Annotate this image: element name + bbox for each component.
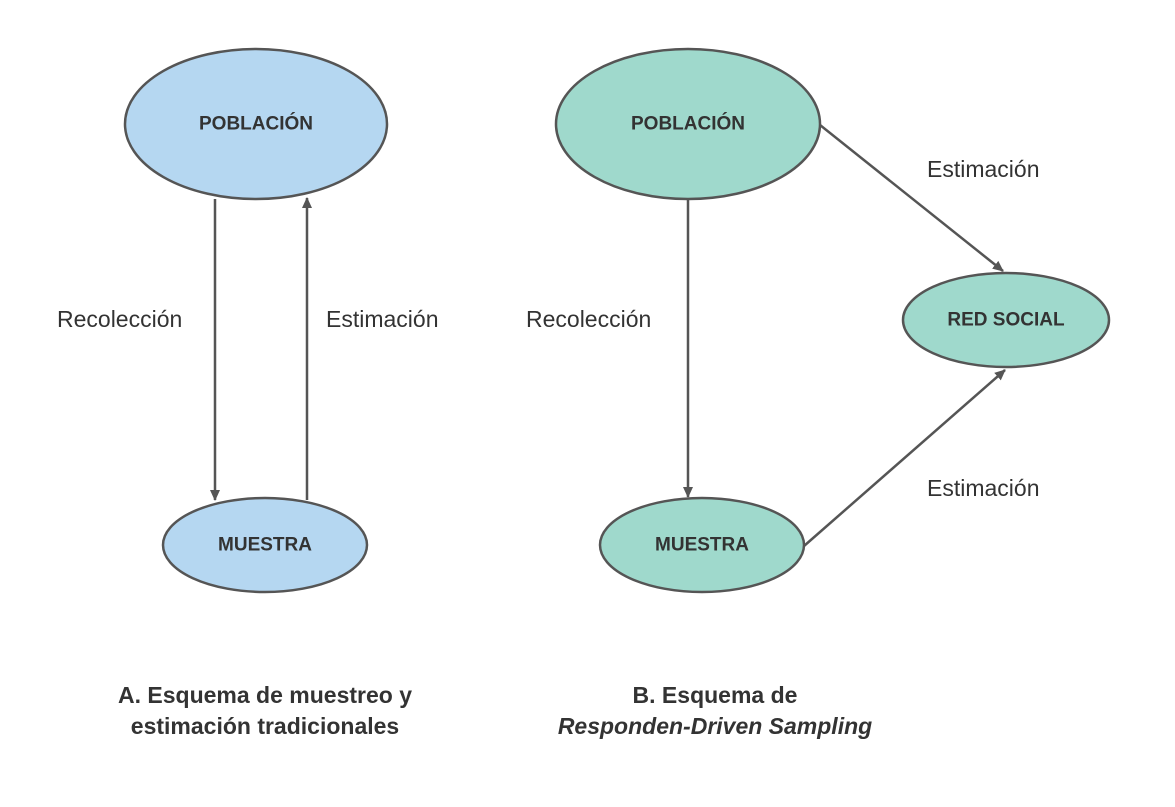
- panel-b-caption: B. Esquema de Responden-Driven Sampling: [505, 680, 925, 742]
- panel-b: POBLACIÓN MUESTRA RED SOCIAL Recolección…: [526, 47, 1111, 594]
- panel-a-caption-line2: estimación tradicionales: [130, 713, 400, 739]
- panel-b-estimacion-bottom-arrow: [803, 369, 1006, 547]
- panel-b-recoleccion-label: Recolección: [526, 306, 651, 332]
- panel-b-caption-line2: Responden-Driven Sampling: [557, 713, 873, 739]
- panel-b-estimacion-bottom-label: Estimación: [927, 475, 1039, 501]
- panel-a-poblacion-label: POBLACIÓN: [199, 113, 313, 135]
- panel-a-muestra-node: [161, 496, 369, 594]
- panel-b-poblacion-label: POBLACIÓN: [631, 113, 745, 135]
- panel-b-muestra-label: MUESTRA: [655, 535, 749, 556]
- panel-b-estimacion-top-arrow: [819, 124, 1004, 272]
- panel-b-red-social-label: RED SOCIAL: [947, 310, 1065, 331]
- panel-b-red-social-node: [901, 271, 1111, 369]
- panel-a-caption: A. Esquema de muestreo y estimación trad…: [65, 680, 465, 742]
- panel-a: POBLACIÓN MUESTRA Recolección Estimación: [57, 47, 438, 594]
- panel-b-estimacion-top-label: Estimación: [927, 156, 1039, 182]
- panel-a-recoleccion-label: Recolección: [57, 306, 182, 332]
- panel-a-muestra-label: MUESTRA: [218, 535, 312, 556]
- panel-a-poblacion-node: [123, 47, 389, 201]
- panel-a-caption-line1: A. Esquema de muestreo y: [118, 682, 412, 708]
- panel-b-caption-line1: B. Esquema de: [632, 682, 798, 708]
- panel-a-estimacion-label: Estimación: [326, 306, 438, 332]
